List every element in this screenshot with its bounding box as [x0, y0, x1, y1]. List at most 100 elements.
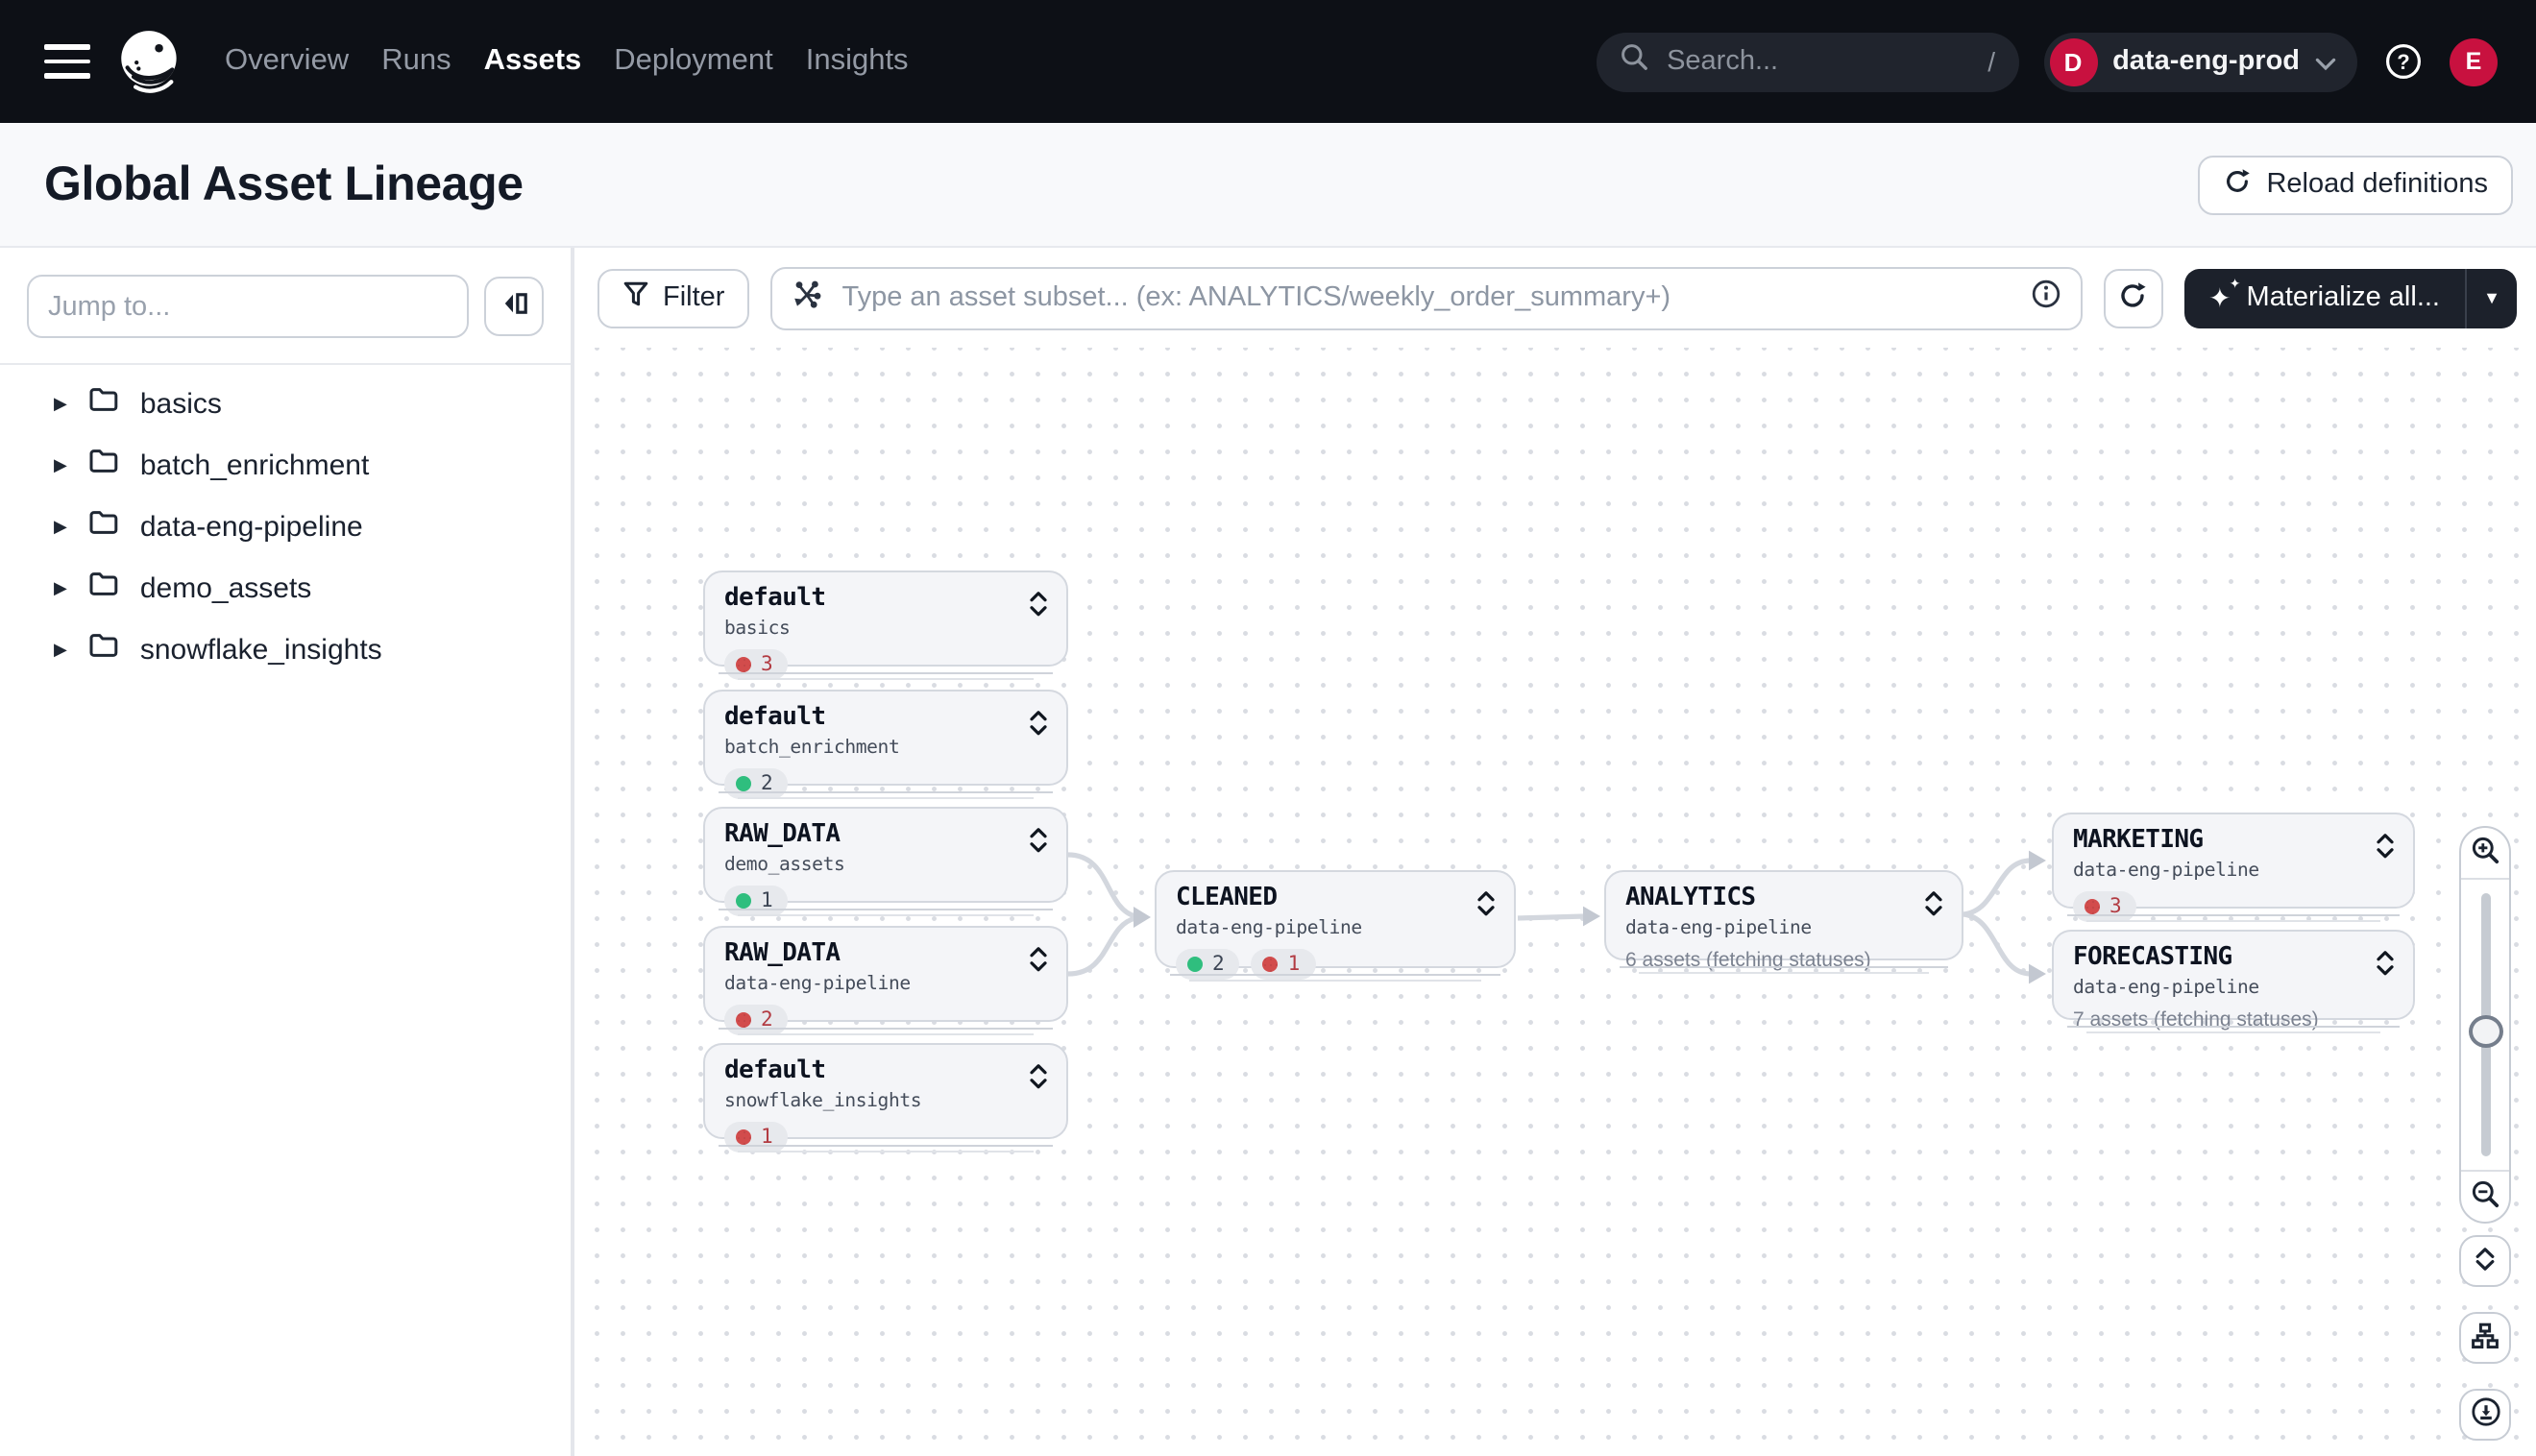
group-node-default-basics[interactable]: default basics 3 — [703, 570, 1068, 680]
materialize-all-button[interactable]: ✦ Materialize all... — [2183, 268, 2465, 328]
deployment-selector[interactable]: D data-eng-prod — [2043, 32, 2357, 91]
filter-button[interactable]: Filter — [597, 268, 750, 328]
tree-item-snowflake-insights[interactable]: ▶ snowflake_insights — [0, 619, 571, 680]
page-header: Global Asset Lineage Reload definitions — [0, 123, 2536, 248]
group-node-default-batch-enrichment[interactable]: default batch_enrichment 2 — [703, 690, 1068, 799]
search-input[interactable] — [1663, 44, 1973, 79]
zoom-slider[interactable] — [2461, 880, 2509, 1170]
download-icon — [2470, 1396, 2500, 1433]
nav-insights[interactable]: Insights — [805, 44, 909, 77]
group-subtitle: data-eng-pipeline — [1625, 917, 1812, 939]
group-node-rawdata-data-eng-pipeline[interactable]: RAW_DATA data-eng-pipeline 2 — [703, 926, 1068, 1035]
lineage-canvas[interactable]: default basics 3 default batch_enrichmen… — [574, 348, 2536, 1456]
caret-right-icon[interactable]: ▶ — [54, 516, 67, 535]
group-node-forecasting[interactable]: FORECASTING data-eng-pipeline 7 assets (… — [2052, 930, 2415, 1033]
group-node-cleaned[interactable]: CLEANED data-eng-pipeline 2 1 — [1155, 870, 1516, 982]
tree-item-label: snowflake_insights — [139, 633, 382, 666]
tree-item-demo-assets[interactable]: ▶ demo_assets — [0, 557, 571, 619]
asset-subset-input[interactable] — [838, 280, 2015, 315]
error-dot-icon — [736, 1128, 751, 1145]
group-node-analytics[interactable]: ANALYTICS data-eng-pipeline 6 assets (fe… — [1604, 870, 1963, 974]
group-subtitle: basics — [724, 618, 791, 640]
filter-label: Filter — [663, 282, 725, 313]
expand-vertical-icon — [2471, 1244, 2499, 1278]
status-badge: 2 — [724, 767, 789, 799]
sidebar-top-row — [0, 248, 571, 338]
group-subtitle: batch_enrichment — [724, 737, 900, 759]
sort-chevrons-icon[interactable] — [2375, 949, 2396, 987]
search-shortcut: / — [1987, 46, 1996, 77]
group-subtitle: data-eng-pipeline — [2073, 977, 2259, 999]
collapse-sidebar-button[interactable] — [484, 277, 544, 336]
tree-item-data-eng-pipeline[interactable]: ▶ data-eng-pipeline — [0, 496, 571, 557]
materialize-all-split-button: ✦ Materialize all... ▼ — [2183, 268, 2517, 328]
caret-right-icon[interactable]: ▶ — [54, 639, 67, 658]
status-badge: 3 — [2073, 890, 2137, 922]
hamburger-menu-icon[interactable] — [44, 44, 90, 79]
info-icon[interactable] — [2030, 278, 2060, 318]
sort-chevrons-icon[interactable] — [1028, 826, 1049, 864]
sort-chevrons-icon[interactable] — [1923, 889, 1944, 928]
tree-item-basics[interactable]: ▶ basics — [0, 373, 571, 434]
sort-chevrons-icon[interactable] — [1028, 590, 1049, 628]
tree-item-batch-enrichment[interactable]: ▶ batch_enrichment — [0, 434, 571, 496]
reload-definitions-button[interactable]: Reload definitions — [2197, 155, 2513, 214]
sort-chevrons-icon[interactable] — [1028, 709, 1049, 747]
nav-assets[interactable]: Assets — [483, 44, 582, 77]
main-nav: Overview Runs Assets Deployment Insights — [225, 44, 909, 79]
group-subtitle: data-eng-pipeline — [1176, 917, 1362, 939]
sort-chevrons-icon[interactable] — [1028, 945, 1049, 983]
group-title: default — [724, 584, 826, 613]
navbar-right: / D data-eng-prod ? E — [1596, 32, 2498, 91]
nav-overview[interactable]: Overview — [225, 44, 350, 77]
fetching-statuses-note: 6 assets (fetching statuses) — [1625, 948, 1871, 972]
status-badge: 1 — [1251, 948, 1316, 980]
layout-graph-button[interactable] — [2459, 1312, 2511, 1364]
caret-right-icon[interactable]: ▶ — [54, 454, 67, 473]
download-image-button[interactable] — [2459, 1389, 2511, 1441]
content-area: ▶ basics ▶ batch_enrichment ▶ data-eng-p… — [0, 248, 2536, 1456]
materialize-all-label: Materialize all... — [2246, 282, 2440, 313]
sort-chevrons-icon[interactable] — [1475, 889, 1497, 928]
zoom-out-icon — [2470, 1178, 2500, 1215]
materialize-dropdown-button[interactable]: ▼ — [2483, 288, 2500, 307]
error-dot-icon — [2085, 898, 2100, 914]
zoom-in-button[interactable] — [2461, 828, 2509, 880]
zoom-slider-handle[interactable] — [2468, 1014, 2502, 1048]
global-search[interactable]: / — [1596, 32, 2019, 91]
caret-right-icon[interactable]: ▶ — [54, 393, 67, 412]
group-node-default-snowflake-insights[interactable]: default snowflake_insights 1 — [703, 1043, 1068, 1153]
filter-funnel-icon — [622, 280, 649, 315]
group-tree: ▶ basics ▶ batch_enrichment ▶ data-eng-p… — [0, 373, 571, 680]
tree-item-label: demo_assets — [139, 571, 312, 604]
nav-deployment[interactable]: Deployment — [614, 44, 773, 77]
hierarchy-icon — [2471, 1321, 2499, 1355]
status-badge: 2 — [724, 1004, 789, 1035]
tree-item-label: batch_enrichment — [139, 449, 370, 481]
jump-to-input[interactable] — [27, 275, 469, 338]
sort-chevrons-icon[interactable] — [2375, 832, 2396, 870]
button-divider — [2465, 268, 2467, 328]
nav-runs[interactable]: Runs — [381, 44, 451, 77]
group-subtitle: snowflake_insights — [724, 1090, 922, 1112]
caret-right-icon[interactable]: ▶ — [54, 577, 67, 596]
status-badge: 1 — [724, 885, 789, 916]
folder-icon — [88, 631, 119, 667]
user-avatar[interactable]: E — [2450, 37, 2498, 85]
group-title: default — [724, 703, 826, 732]
ok-dot-icon — [1187, 956, 1203, 972]
refresh-graph-button[interactable] — [2103, 268, 2163, 328]
status-badge: 1 — [724, 1121, 789, 1153]
sidebar-divider — [0, 363, 571, 365]
folder-icon — [88, 508, 119, 545]
sort-chevrons-icon[interactable] — [1028, 1062, 1049, 1101]
group-node-rawdata-demo-assets[interactable]: RAW_DATA demo_assets 1 — [703, 807, 1068, 916]
svg-text:?: ? — [2397, 50, 2409, 74]
zoom-control — [2459, 826, 2511, 1224]
expand-collapse-groups-button[interactable] — [2459, 1235, 2511, 1287]
group-title: FORECASTING — [2073, 943, 2232, 972]
status-badge: 3 — [724, 648, 789, 680]
help-icon[interactable]: ? — [2382, 40, 2425, 83]
group-node-marketing[interactable]: MARKETING data-eng-pipeline 3 — [2052, 813, 2415, 922]
zoom-out-button[interactable] — [2461, 1170, 2509, 1222]
